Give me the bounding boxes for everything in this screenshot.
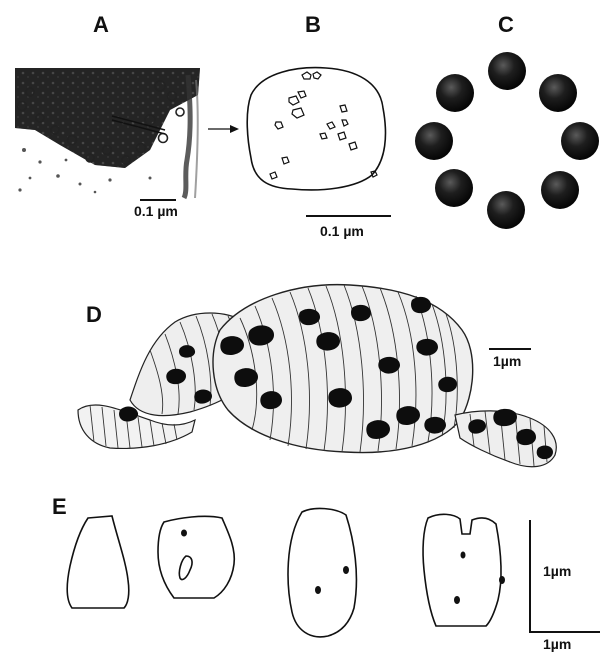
panel-a-micrograph: [15, 68, 239, 200]
sphere: [436, 74, 474, 112]
sphere: [487, 191, 525, 229]
panel-c-sphere-ring: [415, 52, 599, 229]
sphere: [488, 52, 526, 90]
sphere: [541, 171, 579, 209]
panel-e-dense-dots: [181, 530, 505, 605]
sphere: [561, 122, 599, 160]
sphere: [415, 122, 453, 160]
sphere: [435, 169, 473, 207]
sphere: [539, 74, 577, 112]
panel-b-terminal: [247, 68, 391, 216]
panel-d-reconstruction: [78, 285, 556, 467]
panel-e-scale-bars: [530, 520, 600, 632]
panel-e-outlines: [67, 508, 600, 636]
